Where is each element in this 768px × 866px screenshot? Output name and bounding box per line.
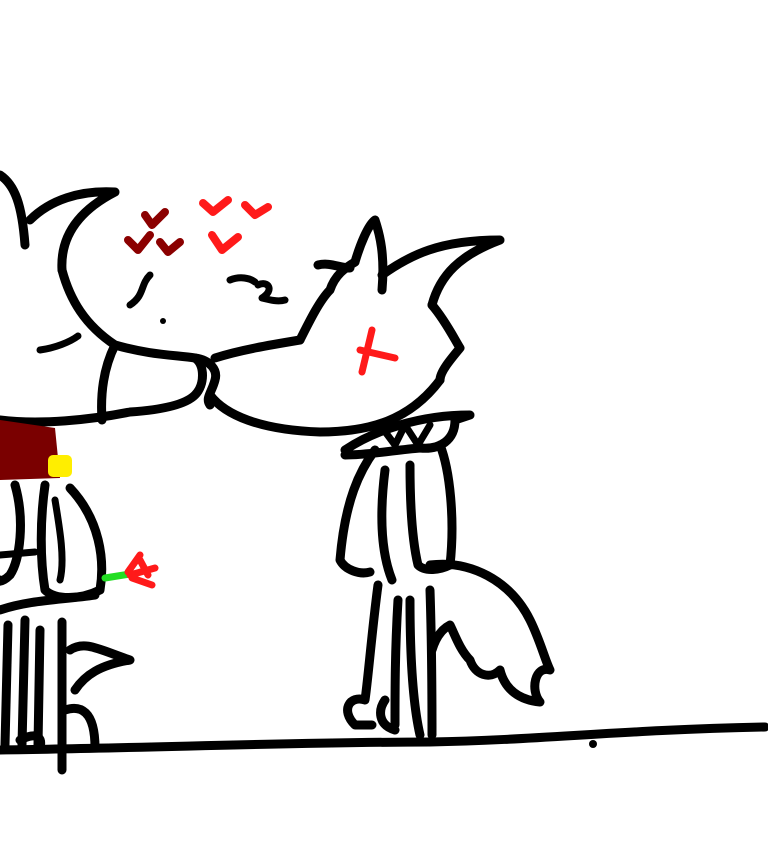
- heart-icon: [199, 196, 232, 216]
- left-wolf-mouth: [36, 332, 82, 354]
- hearts: [124, 196, 272, 256]
- right-wolf-nose: [190, 353, 221, 410]
- right-wolf: [190, 215, 555, 740]
- right-wolf-body: [335, 440, 457, 585]
- ground-line: [0, 722, 768, 755]
- left-wolf-legs: [0, 590, 135, 775]
- collar-tag: [48, 455, 72, 477]
- right-wolf-muzzle: [205, 335, 445, 437]
- heart-icon: [156, 238, 184, 256]
- left-wolf-muzzle: [0, 353, 207, 427]
- flower-petals: [124, 551, 159, 589]
- heart-icon: [208, 231, 242, 254]
- left-wolf-arm: [0, 496, 66, 584]
- right-wolf-ear-left: [350, 215, 388, 295]
- right-wolf-collar: [340, 410, 475, 460]
- left-wolf-eye-curl: [254, 280, 289, 305]
- heart-icon: [141, 208, 169, 229]
- left-wolf-ear-front: [25, 187, 120, 275]
- heart-icon: [241, 201, 272, 219]
- left-wolf-cheek: [126, 271, 154, 309]
- pebble-dot: [589, 740, 597, 748]
- left-wolf-nose-dot: [160, 318, 166, 324]
- right-wolf-teeth: [376, 421, 434, 449]
- left-wolf-neck: [97, 340, 120, 425]
- right-wolf-ear-right: [377, 235, 505, 310]
- right-wolf-head-top: [295, 257, 360, 345]
- right-wolf-cheek: [427, 300, 465, 385]
- collar: [0, 420, 60, 480]
- right-wolf-legs: [343, 580, 437, 740]
- right-wolf-tail: [425, 559, 555, 707]
- left-wolf: [0, 170, 289, 775]
- right-wolf-scar: [356, 326, 399, 376]
- left-wolf-closed-eye: [226, 274, 259, 286]
- left-wolf-ear-back: [0, 170, 30, 250]
- heart-icon: [124, 231, 154, 254]
